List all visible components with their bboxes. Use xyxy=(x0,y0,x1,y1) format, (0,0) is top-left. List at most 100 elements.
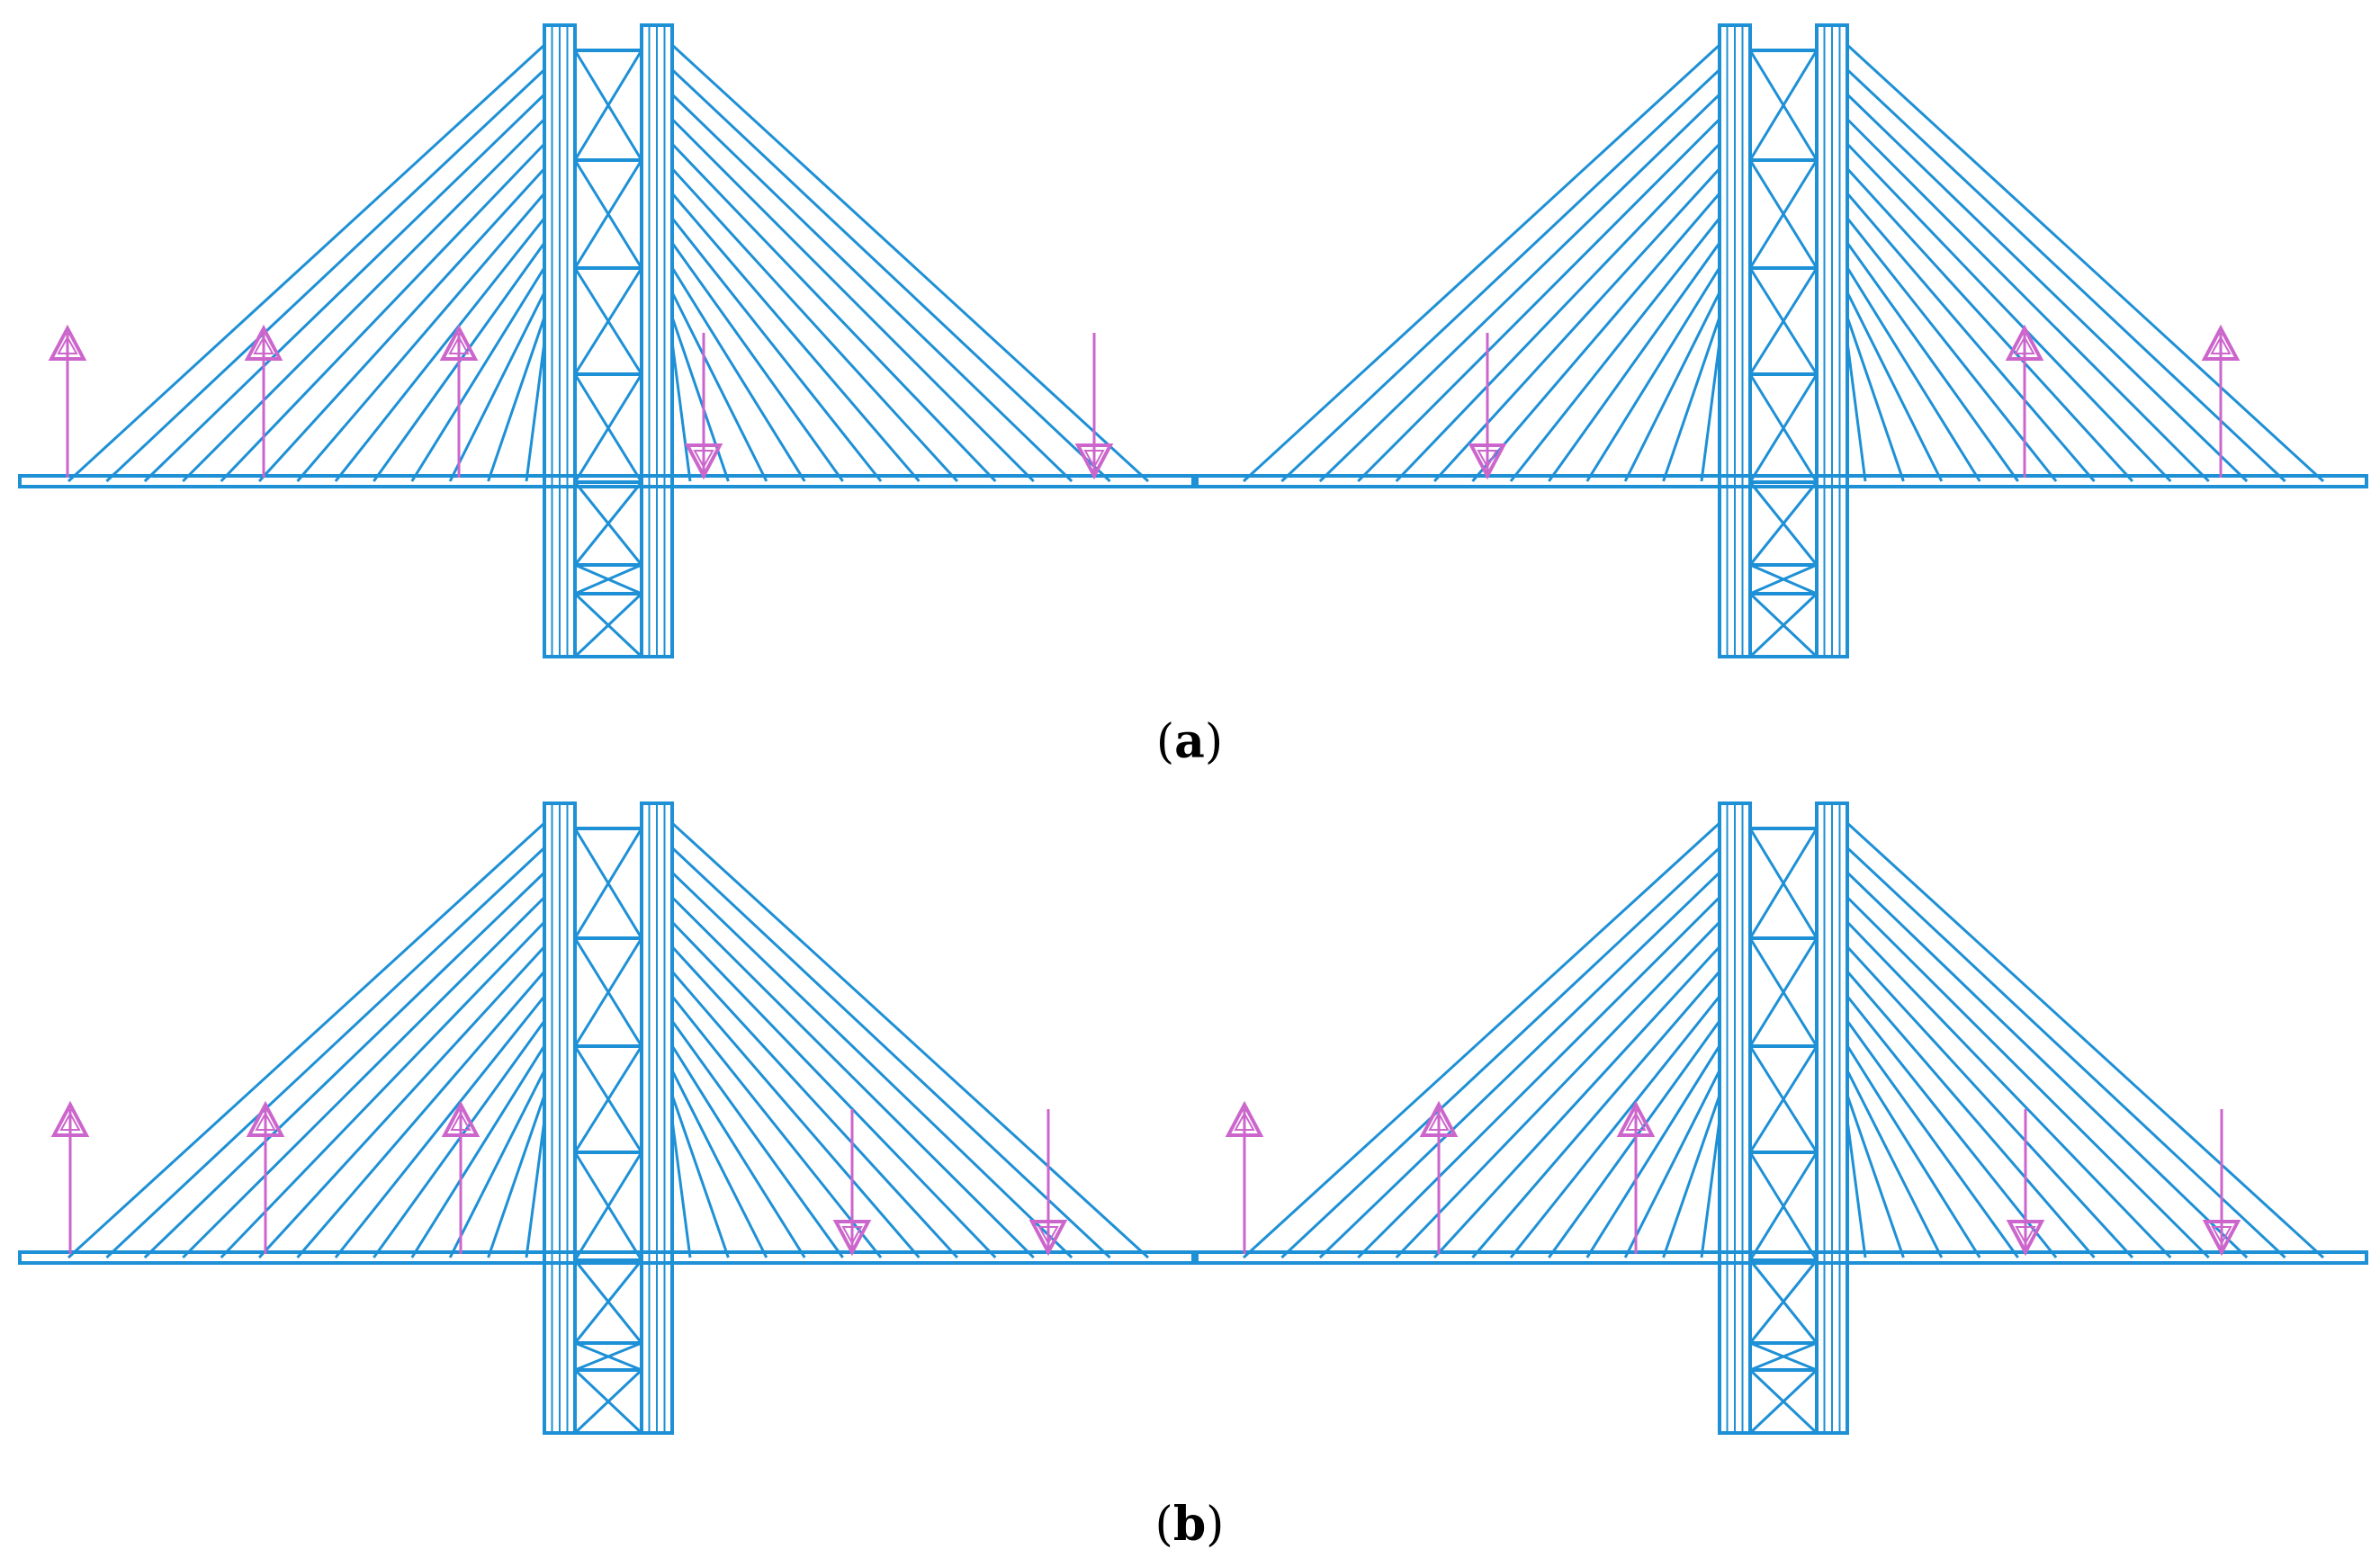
stay-cable xyxy=(334,995,546,1258)
load-arrow-head xyxy=(439,324,479,361)
stay-cable xyxy=(1846,217,2058,482)
load-arrow-head-inner xyxy=(59,1111,81,1131)
tower-brace xyxy=(1748,592,1819,658)
tower-brace xyxy=(574,1341,642,1372)
stay-cables xyxy=(67,821,1150,1259)
tower-brace xyxy=(1748,937,1819,1047)
load-arrow-down-10 xyxy=(2202,1109,2241,1257)
tower-brace xyxy=(573,481,643,566)
tower-brace xyxy=(573,1151,643,1261)
tower-brace xyxy=(573,592,643,658)
stay-cable xyxy=(296,193,546,482)
deck-right xyxy=(1195,474,2368,488)
stay-cable xyxy=(670,142,997,483)
load-arrow-head-inner xyxy=(255,1111,276,1131)
load-arrow-up-1 xyxy=(50,1100,90,1254)
tower-brace xyxy=(573,373,643,483)
stay-cable xyxy=(1242,43,1721,483)
load-arrow-head-inner xyxy=(1083,450,1105,470)
tower-brace xyxy=(573,159,643,269)
load-arrow-head-inner xyxy=(1037,1226,1059,1246)
stay-cable xyxy=(670,93,1073,483)
load-arrow-head xyxy=(1225,1100,1264,1137)
stay-cable xyxy=(143,93,546,483)
tower-brace xyxy=(573,1259,643,1344)
caption-a-letter: a xyxy=(1174,714,1205,769)
load-arrow-head-inner xyxy=(2211,1226,2232,1246)
load-arrow-up-2 xyxy=(246,1100,285,1254)
stay-cable xyxy=(670,871,1073,1259)
tower-brace xyxy=(1748,373,1819,483)
stay-cable xyxy=(1846,871,2249,1259)
panel-b xyxy=(18,801,2368,1435)
load-arrow-down-4 xyxy=(684,333,723,480)
stay-cable xyxy=(1846,995,2058,1258)
tower-brace xyxy=(1748,1259,1819,1344)
tower-brace xyxy=(1748,1368,1819,1435)
load-arrow-head-inner xyxy=(693,450,714,470)
stay-cable xyxy=(670,43,1150,483)
stay-cable xyxy=(670,1070,768,1258)
stay-cable xyxy=(373,1020,546,1258)
stay-cable xyxy=(1846,68,2286,483)
tower-brace xyxy=(1749,1341,1818,1372)
stay-cable xyxy=(1318,93,1721,483)
stay-cable xyxy=(1700,1119,1721,1258)
load-arrow-up-8 xyxy=(2201,324,2241,478)
stay-cable xyxy=(670,266,806,482)
stay-cables xyxy=(1242,43,2325,483)
stay-cable xyxy=(670,167,959,483)
stay-cable xyxy=(1432,167,1721,483)
load-arrow-head xyxy=(244,324,283,361)
stay-cable xyxy=(296,971,546,1258)
load-arrow-head xyxy=(832,1220,872,1257)
load-arrow-head xyxy=(2006,1220,2045,1257)
stay-cable xyxy=(670,118,1035,483)
stay-cable xyxy=(1846,821,2325,1259)
stay-cable xyxy=(1846,1020,2019,1258)
caption-a: (a) xyxy=(1156,714,1223,769)
load-arrow-head xyxy=(48,324,87,361)
stay-cable xyxy=(257,167,546,483)
stay-cable xyxy=(1432,945,1721,1259)
stay-cable xyxy=(105,68,546,483)
stay-cable xyxy=(670,317,730,482)
stay-cable xyxy=(182,118,546,483)
load-arrow-up-3 xyxy=(441,1100,480,1254)
stay-cable xyxy=(257,945,546,1259)
stay-cable xyxy=(1846,93,2249,483)
load-arrow-down-9 xyxy=(2006,1109,2045,1257)
stay-cable xyxy=(1623,1070,1721,1258)
stay-cable xyxy=(487,317,546,482)
stay-cable xyxy=(1509,995,1721,1258)
load-arrow-head xyxy=(1616,1100,1656,1137)
load-arrow-head xyxy=(1419,1100,1459,1137)
load-arrow-head xyxy=(1028,1220,1068,1257)
load-arrow-head-inner xyxy=(450,1111,472,1131)
load-arrow-head-inner xyxy=(1477,450,1498,470)
tower-brace xyxy=(573,937,643,1047)
deck-right xyxy=(1195,1250,2368,1265)
stay-cables xyxy=(67,43,1150,483)
caption-a-close: ) xyxy=(1205,715,1223,769)
stay-cable xyxy=(1585,266,1721,482)
load-arrow-down-5 xyxy=(1074,333,1114,480)
stay-cable xyxy=(1846,1044,1981,1258)
stay-cable xyxy=(670,341,692,482)
load-arrow-up-8 xyxy=(1616,1100,1656,1254)
load-arrow-head xyxy=(684,443,723,480)
stay-cable xyxy=(448,1070,546,1258)
stay-cable xyxy=(1846,846,2286,1259)
stay-cable xyxy=(670,1020,844,1258)
panel-a xyxy=(18,23,2368,658)
stay-cable xyxy=(670,995,883,1258)
stay-cable xyxy=(525,1119,546,1258)
load-arrow-head-inner xyxy=(448,335,470,354)
stay-cable xyxy=(1846,242,2019,482)
tower-brace xyxy=(1749,563,1818,595)
tower-brace xyxy=(1748,828,1819,939)
stay-cable xyxy=(1662,317,1721,482)
caption-b-open: ( xyxy=(1155,1498,1173,1552)
load-arrow-head xyxy=(2005,324,2044,361)
stay-cable xyxy=(334,217,546,482)
